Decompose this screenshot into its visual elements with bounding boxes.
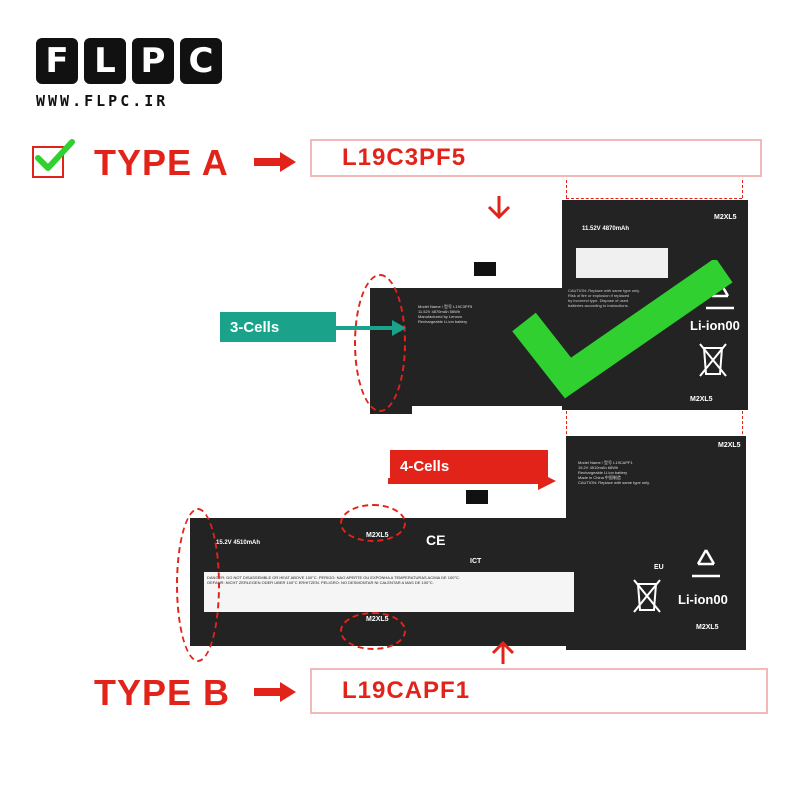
battery-a-screw-bottom: M2XL5: [690, 396, 713, 403]
battery-b-screw-top: M2XL5: [718, 442, 741, 449]
battery-b-right-block: [566, 436, 746, 650]
logo-letter-f: F: [36, 38, 78, 84]
battery-b-voltage: 15.2V 4510mAh: [216, 540, 260, 546]
battery-a-voltage: 11.52V 4870mAh: [582, 226, 629, 232]
battery-a-warning-text: CAUTION: Replace with same type only.Ris…: [568, 288, 640, 308]
guide-line: [566, 180, 567, 650]
guide-line: [742, 180, 743, 650]
battery-a-sticker: [576, 248, 668, 278]
type-a-label: TYPE A: [94, 142, 229, 183]
highlight-ellipse: [340, 612, 406, 650]
three-cells-callout: 3-Cells: [220, 312, 336, 342]
logo-url: WWW.FLPC.IR: [36, 92, 169, 110]
logo-letter-c: C: [180, 38, 222, 84]
battery-b-connector: [466, 490, 488, 504]
battery-a-li-ion: Li-ion00: [690, 318, 740, 333]
recycle-icon: [692, 549, 720, 578]
battery-b-li-ion: Li-ion00: [678, 592, 728, 607]
battery-b-eu: EU: [654, 564, 664, 571]
recycle-icon: [706, 281, 734, 310]
highlight-ellipse: [340, 504, 406, 542]
battery-a-connector: [474, 262, 496, 276]
guide-line: [566, 198, 742, 199]
bin-crossed-icon: [699, 343, 727, 377]
battery-b-screw-bottom: M2XL5: [696, 624, 719, 631]
battery-a-capacity-text: 4870mAh: [602, 226, 630, 232]
type-b-code-box: L19CAPF1: [310, 668, 768, 714]
battery-b-ce: CE: [426, 532, 446, 548]
battery-b-voltage-text: 15.2V: [216, 540, 232, 546]
four-cells-callout: 4-Cells: [390, 450, 548, 482]
arrow-down-icon: [487, 196, 511, 220]
bin-crossed-icon: [633, 579, 661, 613]
highlight-ellipse: [176, 508, 220, 662]
highlight-ellipse: [354, 274, 406, 412]
arrow-right-icon: [254, 152, 296, 172]
checkbox: [32, 139, 75, 178]
type-a-code-box: L19C3PF5: [310, 139, 762, 177]
arrow-up-icon: [491, 640, 515, 664]
logo-letter-l: L: [84, 38, 126, 84]
arrow-right-icon: [254, 682, 296, 702]
check-icon: [512, 260, 733, 399]
battery-b: DANGER: DO NOT DISASSEMBLE OR HEAT ABOVE…: [176, 436, 746, 662]
battery-b-capacity-text: 4510mAh: [233, 540, 261, 546]
battery-b-ict: ICT: [470, 558, 482, 565]
logo: F L P C: [36, 38, 222, 84]
type-b-label: TYPE B: [94, 672, 231, 713]
arrow-right-icon: [334, 320, 406, 336]
check-icon: [35, 139, 75, 171]
battery-a-screw-top: M2XL5: [714, 214, 737, 221]
battery-a-voltage-text: 11.52V: [582, 226, 601, 232]
logo-letter-p: P: [132, 38, 174, 84]
battery-b-label-strip: DANGER: DO NOT DISASSEMBLE OR HEAT ABOVE…: [204, 572, 574, 612]
